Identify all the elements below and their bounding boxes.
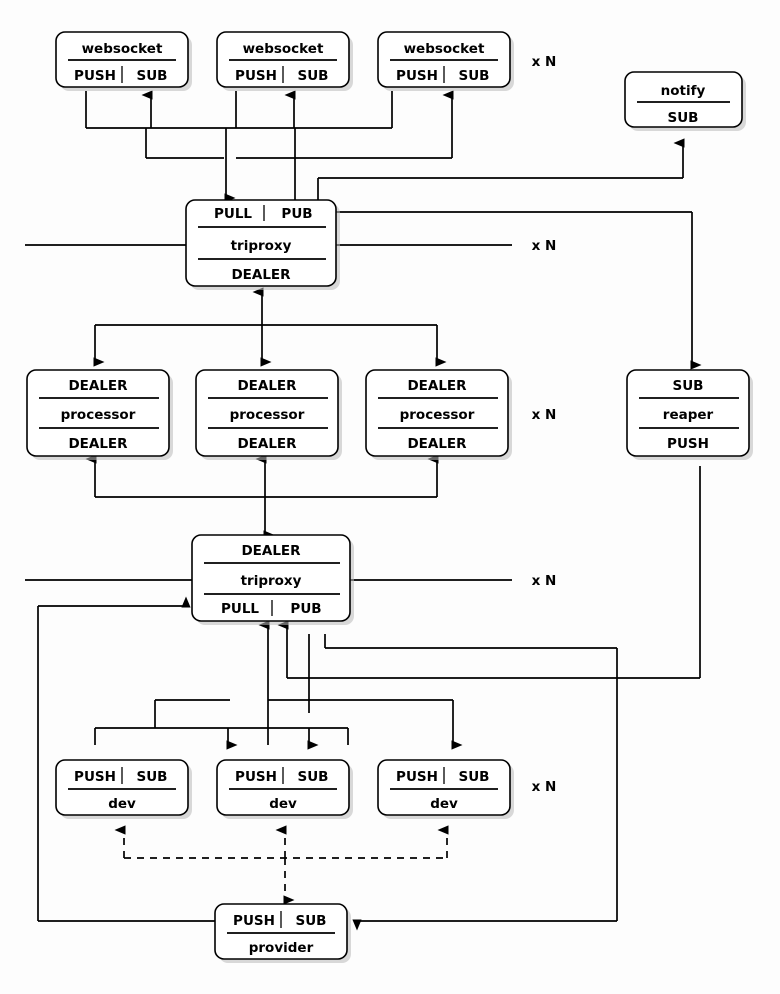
triproxy-bottom-port-right: PUB — [290, 601, 321, 617]
node-dev-1[interactable]: PUSH SUB dev — [55, 759, 192, 819]
processor-2-port-bottom: DEALER — [237, 436, 297, 452]
websocket-1-port-left: PUSH — [74, 68, 116, 84]
dev-2-title: dev — [269, 796, 297, 812]
dev-2-port-right: SUB — [298, 769, 329, 785]
node-provider[interactable]: PUSH SUB provider — [214, 903, 351, 963]
websocket-1-port-right: SUB — [137, 68, 168, 84]
websocket-3-port-left: PUSH — [396, 68, 438, 84]
websocket-2-port-right: SUB — [298, 68, 329, 84]
dev-2-port-left: PUSH — [235, 769, 277, 785]
websocket-2-port-left: PUSH — [235, 68, 277, 84]
dev-3-title: dev — [430, 796, 458, 812]
processor-3-port-top: DEALER — [407, 378, 467, 394]
processor-2-title: processor — [230, 407, 305, 423]
processor-3-port-bottom: DEALER — [407, 436, 467, 452]
node-websocket-1[interactable]: websocket PUSH SUB — [55, 31, 192, 91]
websocket-1-title: websocket — [82, 41, 163, 57]
websocket-3-title: websocket — [404, 41, 485, 57]
triproxy-bottom-title: triproxy — [241, 573, 302, 589]
provider-port-left: PUSH — [233, 913, 275, 929]
triproxy-top-port-right: PUB — [281, 206, 312, 222]
edge-layer — [25, 90, 702, 931]
triproxy-top-port-left: PULL — [214, 206, 252, 222]
node-websocket-2[interactable]: websocket PUSH SUB — [216, 31, 353, 91]
node-dev-2[interactable]: PUSH SUB dev — [216, 759, 353, 819]
provider-title: provider — [249, 940, 314, 956]
multiplier-dev-row: x N — [532, 779, 557, 795]
dev-3-port-left: PUSH — [396, 769, 438, 785]
dev-1-title: dev — [108, 796, 136, 812]
processor-2-port-top: DEALER — [237, 378, 297, 394]
reaper-port-bottom: PUSH — [667, 436, 709, 452]
websocket-2-title: websocket — [243, 41, 324, 57]
triproxy-bottom-port-top: DEALER — [241, 543, 301, 559]
triproxy-top-title: triproxy — [231, 238, 292, 254]
dev-3-port-right: SUB — [459, 769, 490, 785]
node-dev-3[interactable]: PUSH SUB dev — [377, 759, 514, 819]
processor-1-title: processor — [61, 407, 136, 423]
dev-1-port-right: SUB — [137, 769, 168, 785]
multiplier-processor-row: x N — [532, 407, 557, 423]
dev-1-port-left: PUSH — [74, 769, 116, 785]
multiplier-websocket-row: x N — [532, 54, 557, 70]
notify-title: notify — [661, 83, 706, 99]
node-processor-3[interactable]: DEALER processor DEALER — [365, 369, 512, 460]
node-reaper[interactable]: SUB reaper PUSH — [626, 369, 753, 460]
node-processor-2[interactable]: DEALER processor DEALER — [195, 369, 342, 460]
provider-port-right: SUB — [296, 913, 327, 929]
reaper-title: reaper — [663, 407, 714, 423]
reaper-port-top: SUB — [673, 378, 704, 394]
processor-3-title: processor — [400, 407, 475, 423]
notify-port: SUB — [668, 110, 699, 126]
node-websocket-3[interactable]: websocket PUSH SUB — [377, 31, 514, 91]
multiplier-triproxy-top-row: x N — [532, 238, 557, 254]
processor-1-port-top: DEALER — [68, 378, 128, 394]
processor-1-port-bottom: DEALER — [68, 436, 128, 452]
node-triproxy-top[interactable]: PULL PUB triproxy DEALER — [185, 199, 340, 290]
triproxy-top-port-bottom: DEALER — [231, 267, 291, 283]
triproxy-bottom-port-left: PULL — [221, 601, 259, 617]
node-processor-1[interactable]: DEALER processor DEALER — [26, 369, 173, 460]
websocket-3-port-right: SUB — [459, 68, 490, 84]
multiplier-triproxy-bottom-row: x N — [532, 573, 557, 589]
node-notify[interactable]: notify SUB — [624, 71, 746, 131]
node-triproxy-bottom[interactable]: DEALER triproxy PULL PUB — [191, 534, 354, 625]
